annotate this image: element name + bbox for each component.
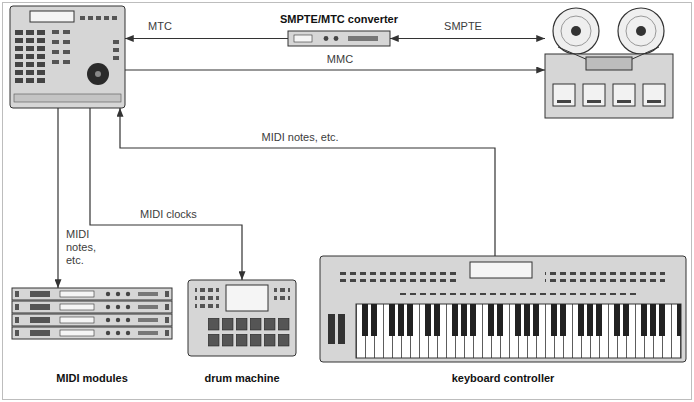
keyboard-illustration: [338, 314, 345, 344]
device: keyboard controller: [320, 256, 686, 362]
device-label: keyboard controller: [452, 372, 555, 385]
signal-arrow: [125, 38, 288, 39]
device-label: drum machine: [204, 372, 279, 385]
device-label: MIDI modules: [56, 372, 128, 385]
converter-illustration: [294, 35, 312, 42]
keyboard-illustration: [400, 289, 640, 295]
signal-label: MMC: [325, 53, 355, 66]
sequencer-illustration: [30, 11, 74, 22]
sequencer-illustration: [14, 94, 121, 102]
keyboard-illustration: [545, 272, 665, 286]
midi-modules-illustration: [12, 288, 172, 300]
keyboard-illustration: [340, 272, 460, 286]
device: drum machine: [188, 280, 296, 356]
signal-arrow: [125, 69, 545, 70]
signal-arrow: [120, 108, 495, 256]
sequencer-illustration: [10, 6, 125, 108]
signal-arrow: [90, 108, 242, 280]
device: [10, 6, 125, 108]
midi-modules-illustration: [12, 314, 172, 326]
sequencer-illustration: [113, 40, 119, 44]
tape-machine-illustration: [545, 8, 673, 118]
picture-frame: [3, 3, 692, 400]
converter-illustration: [288, 31, 390, 46]
signal-label: MIDI notes, etc.: [259, 131, 340, 144]
keyboard-illustration: [328, 314, 335, 344]
sequencer-illustration: [80, 12, 120, 24]
sequencer-illustration: [95, 71, 101, 77]
device-label: SMPTE/MTC converter: [280, 13, 398, 26]
signal-arrow: [390, 38, 545, 39]
tape-machine-illustration: [558, 47, 588, 60]
tape-machine-illustration: [553, 84, 575, 106]
tape-machine-illustration: [571, 26, 581, 36]
drum-machine-illustration: [188, 280, 296, 356]
midi-modules-illustration: [12, 288, 172, 339]
keyboard-illustration: [356, 304, 681, 358]
tape-machine-illustration: [545, 54, 673, 118]
signal-arrow: [57, 108, 58, 288]
converter-illustration: [348, 36, 378, 41]
signal-label: MIDI notes, etc.: [64, 228, 112, 267]
tape-machine-illustration: [613, 84, 635, 106]
signal-label: SMPTE: [442, 20, 484, 33]
drum-machine-illustration: [195, 286, 219, 310]
midi-modules-illustration: [12, 301, 172, 313]
keyboard-illustration: [356, 304, 681, 358]
converter-illustration: [324, 36, 329, 41]
drum-machine-illustration: [274, 288, 290, 304]
tape-machine-illustration: [647, 100, 661, 103]
tape-machine-illustration: [587, 100, 601, 103]
tape-machine-illustration: [561, 16, 591, 46]
tape-machine-illustration: [636, 26, 646, 36]
sequencer-illustration: [15, 30, 48, 86]
drum-machine-illustration: [208, 318, 292, 350]
tape-machine-illustration: [553, 8, 599, 54]
device: SMPTE/MTC converter: [288, 31, 390, 46]
converter-illustration: [288, 31, 390, 46]
sequencer-illustration: [87, 63, 109, 85]
midi-modules-illustration: [12, 327, 172, 339]
tape-machine-illustration: [618, 8, 664, 54]
keyboard-illustration: [470, 262, 532, 278]
device: [545, 8, 673, 118]
keyboard-illustration: [320, 256, 686, 362]
drum-machine-illustration: [188, 280, 296, 356]
sequencer-illustration: [113, 56, 119, 60]
keyboard-illustration: [320, 256, 686, 362]
tape-machine-illustration: [630, 47, 659, 60]
tape-machine-illustration: [643, 84, 665, 106]
tape-machine-illustration: [583, 84, 605, 106]
signal-label: MTC: [146, 20, 174, 33]
drum-machine-illustration: [226, 285, 268, 311]
tape-machine-illustration: [626, 16, 656, 46]
tape-machine-illustration: [586, 57, 632, 70]
converter-illustration: [334, 36, 339, 41]
signal-label: MIDI clocks: [138, 208, 199, 221]
sequencer-illustration: [10, 6, 125, 108]
device: MIDI modules: [12, 288, 172, 338]
tape-machine-illustration: [617, 100, 631, 103]
sequencer-illustration: [52, 30, 74, 70]
tape-machine-illustration: [557, 100, 571, 103]
sequencer-illustration: [113, 48, 119, 52]
